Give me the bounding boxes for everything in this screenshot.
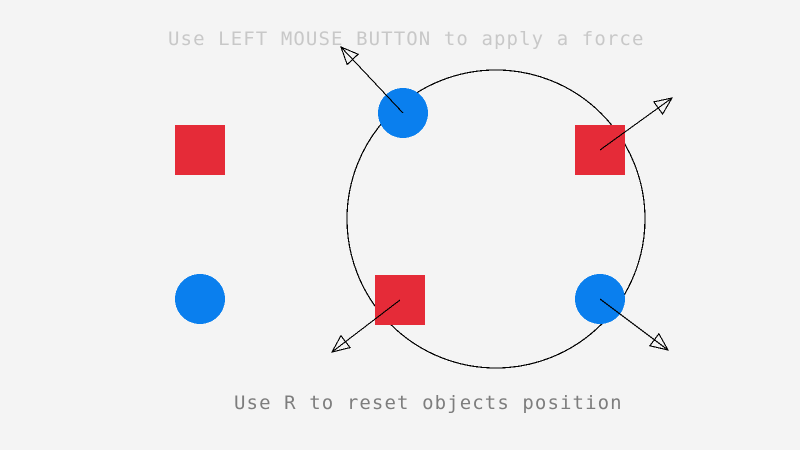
force-vector-shaft: [599, 298, 669, 351]
force-vector-circle-bottom-right: [599, 298, 670, 351]
hint-apply-force: Use LEFT MOUSE BUTTON to apply a force: [168, 28, 645, 50]
force-vector-square-bottom-center: [330, 299, 401, 353]
force-vector-arrowhead: [340, 46, 360, 66]
force-vector-arrowhead: [330, 334, 352, 353]
force-vectors-layer: [330, 46, 674, 353]
force-vector-shaft: [599, 97, 673, 151]
boundary-circle: [346, 69, 646, 369]
force-vector-circle-top: [340, 46, 404, 114]
body-circle-bottom-left[interactable]: [175, 274, 225, 324]
force-vector-shaft: [340, 46, 404, 114]
force-vector-square-top-right: [599, 97, 674, 151]
bodies-layer[interactable]: [175, 88, 625, 325]
body-square-left[interactable]: [175, 125, 225, 175]
force-vector-arrowhead: [648, 332, 670, 351]
hint-reset-objects: Use R to reset objects position: [234, 392, 623, 414]
force-vector-arrowhead: [652, 97, 674, 116]
force-vector-shaft: [331, 299, 401, 353]
